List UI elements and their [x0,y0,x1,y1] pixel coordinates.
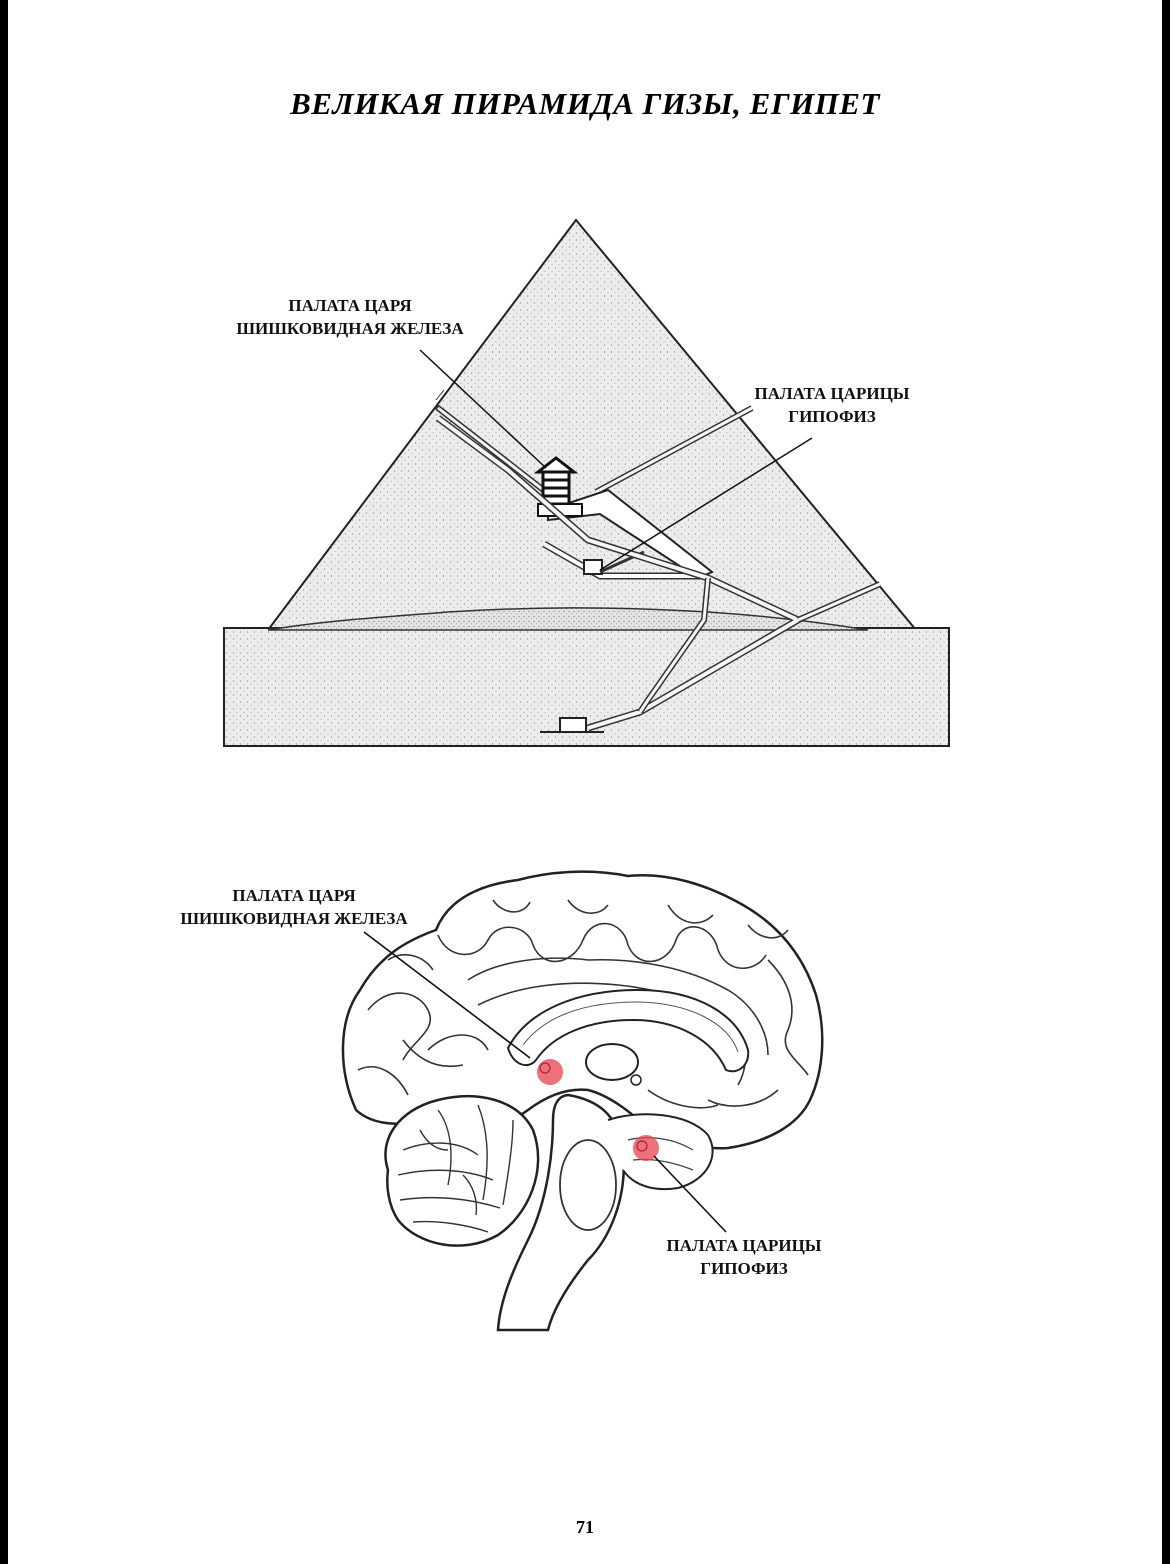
page-number: 71 [576,1517,594,1537]
brain-illustration [341,870,824,1332]
queens-chamber [583,559,603,575]
pyramid-kings-chamber-label: ПАЛАТА ЦАРЯ ШИШКОВИДНАЯ ЖЕЛЕЗА [228,294,472,340]
kings-leader-line [419,349,547,469]
cerebellum [384,1095,540,1247]
brain-kings-chamber-label: ПАЛАТА ЦАРЯ ШИШКОВИДНАЯ ЖЕЛЕЗА [172,884,416,930]
label-line: ГИПОФИЗ [788,407,876,426]
brain-queens-chamber-label: ПАЛАТА ЦАРИЦЫ ГИПОФИЗ [644,1234,844,1280]
south-shaft-king-inner [595,406,753,494]
queens-passage-inner [543,542,702,578]
cerebellum-folia [397,1104,514,1233]
label-line: ПАЛАТА ЦАРИЦЫ [666,1236,822,1255]
pyramid-illustration [223,218,950,747]
north-shaft-king-inner [437,406,547,494]
thalamus [585,1043,639,1081]
label-line: ПАЛАТА ЦАРИЦЫ [754,384,910,403]
document-page: ВЕЛИКАЯ ПИРАМИДА ГИЗЫ, ЕГИПЕТ [8,0,1162,1564]
label-line: ПАЛАТА ЦАРЯ [232,886,356,905]
gyri-folds [357,899,809,1109]
brain-queens-leader-line [653,1155,727,1233]
label-line: ГИПОФИЗ [700,1259,788,1278]
pineal-gland-highlight [537,1059,563,1085]
subterranean-chamber [540,717,604,733]
label-line: ШИШКОВИДНАЯ ЖЕЛЕЗА [180,909,408,928]
label-line: ПАЛАТА ЦАРЯ [288,296,412,315]
temporal-lobe [607,1113,714,1191]
pons [559,1139,617,1231]
label-line: ШИШКОВИДНАЯ ЖЕЛЕЗА [236,319,464,338]
pyramid-queens-chamber-label: ПАЛАТА ЦАРИЦЫ ГИПОФИЗ [732,382,932,428]
brain-kings-leader-line [363,931,531,1059]
queens-leader-line [599,437,813,571]
casing-line [435,389,445,401]
page-title: ВЕЛИКАЯ ПИРАМИДА ГИЗЫ, ЕГИПЕТ [290,86,880,121]
